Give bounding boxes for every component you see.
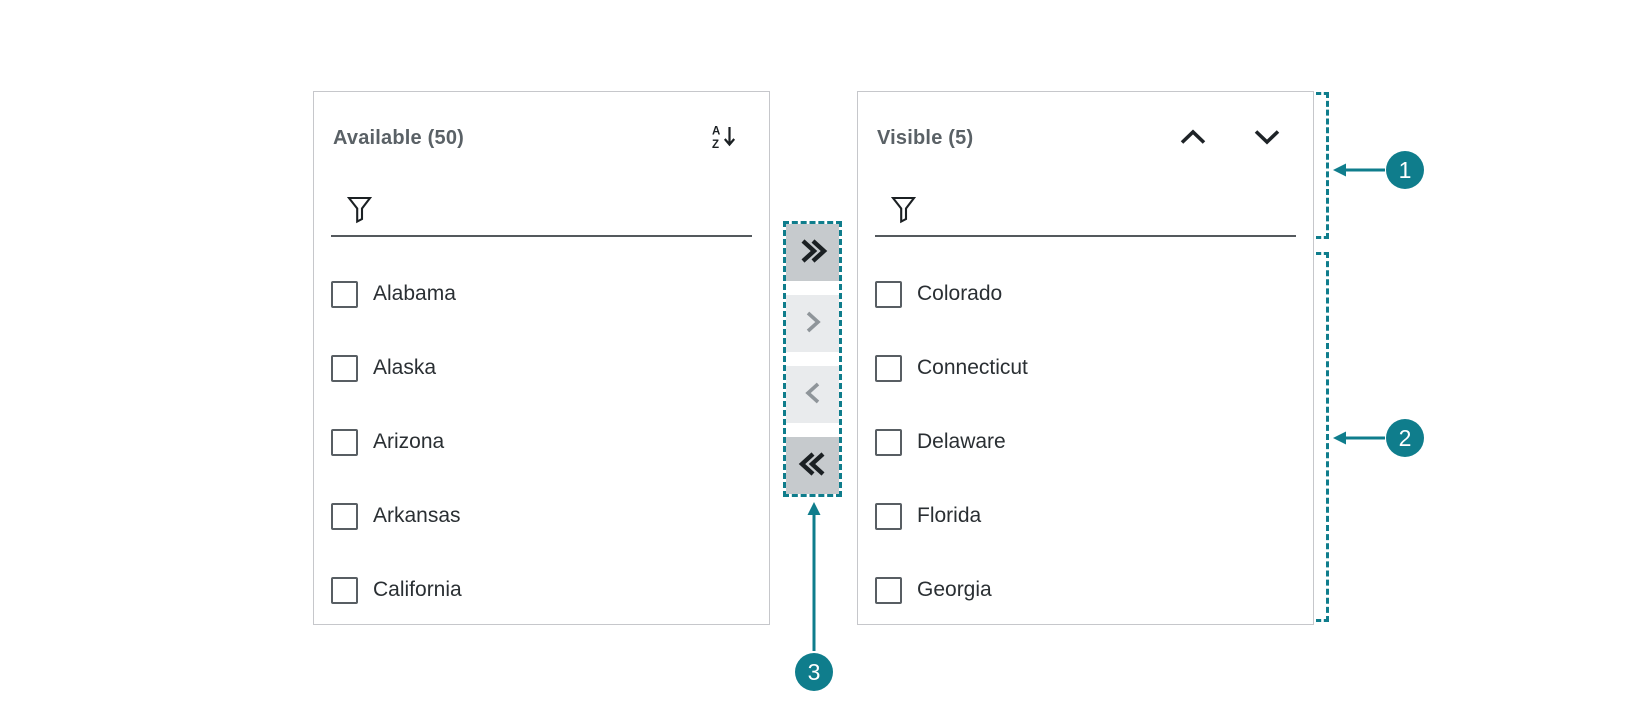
annotation-arrow-1 (1333, 163, 1385, 177)
item-label: Alaska (373, 356, 437, 379)
available-list-panel: Available (50) A Z (313, 91, 770, 625)
available-filter-input[interactable] (383, 201, 750, 233)
item-label: Colorado (917, 282, 1003, 305)
double-chevron-right-icon (797, 238, 829, 267)
item-checkbox[interactable] (331, 576, 358, 604)
item-checkbox[interactable] (331, 354, 358, 382)
move-selected-left-button[interactable] (786, 366, 839, 423)
item-label: California (373, 578, 462, 601)
move-all-right-button[interactable] (786, 224, 839, 281)
transfer-buttons-group (783, 221, 842, 497)
annotation-bracket-list-region (1316, 252, 1329, 622)
available-panel-title: Available (50) (333, 126, 465, 149)
available-panel-header: Available (50) A Z (333, 125, 736, 151)
annotation-bracket-header-region (1316, 92, 1329, 239)
move-up-button[interactable] (1180, 129, 1206, 148)
sort-az-button[interactable]: A Z (712, 124, 736, 153)
list-item[interactable]: Delaware (875, 428, 1303, 456)
visible-list-panel: Visible (5) (857, 91, 1314, 625)
visible-filter-input[interactable] (927, 201, 1294, 233)
callout-badge-1: 1 (1386, 151, 1424, 189)
list-item[interactable]: Florida (875, 502, 1303, 530)
list-item[interactable]: Alaska (331, 354, 759, 382)
item-label: Florida (917, 504, 982, 527)
list-item[interactable]: Colorado (875, 280, 1303, 308)
item-label: Delaware (917, 430, 1006, 453)
item-label: Arizona (373, 430, 445, 453)
chevron-down-icon (1254, 129, 1280, 148)
sort-az-descending-icon: A Z (712, 124, 736, 153)
list-item[interactable]: California (331, 576, 759, 604)
visible-panel-header: Visible (5) (877, 125, 1280, 151)
sort-letter-a: A (712, 125, 720, 137)
list-item[interactable]: Georgia (875, 576, 1303, 604)
item-checkbox[interactable] (875, 354, 902, 382)
sort-letter-z: Z (712, 139, 719, 150)
callout-number: 2 (1398, 424, 1412, 451)
move-selected-right-button[interactable] (786, 295, 839, 352)
available-filter-row (331, 192, 752, 237)
chevron-left-icon (803, 381, 823, 408)
item-checkbox[interactable] (875, 280, 902, 308)
filter-funnel-icon (346, 196, 373, 229)
filter-funnel-icon (890, 196, 917, 229)
chevron-right-icon (803, 310, 823, 337)
item-label: Alabama (373, 282, 456, 305)
callout-number: 1 (1398, 156, 1412, 183)
item-checkbox[interactable] (331, 502, 358, 530)
item-checkbox[interactable] (875, 428, 902, 456)
visible-panel-title: Visible (5) (877, 126, 974, 149)
list-item[interactable]: Alabama (331, 280, 759, 308)
callout-number: 3 (807, 658, 821, 685)
list-item[interactable]: Arkansas (331, 502, 759, 530)
item-checkbox[interactable] (331, 280, 358, 308)
visible-filter-row (875, 192, 1296, 237)
callout-badge-2: 2 (1386, 419, 1424, 457)
annotation-arrow-3 (807, 502, 821, 651)
double-chevron-left-icon (797, 451, 829, 480)
move-all-left-button[interactable] (786, 437, 839, 494)
move-down-button[interactable] (1254, 129, 1280, 148)
item-checkbox[interactable] (875, 502, 902, 530)
chevron-up-icon (1180, 129, 1206, 148)
item-label: Georgia (917, 578, 992, 601)
list-item[interactable]: Arizona (331, 428, 759, 456)
annotation-arrow-2 (1333, 431, 1385, 445)
callout-badge-3: 3 (795, 653, 833, 691)
item-label: Connecticut (917, 356, 1028, 379)
item-label: Arkansas (373, 504, 461, 527)
item-checkbox[interactable] (875, 576, 902, 604)
list-item[interactable]: Connecticut (875, 354, 1303, 382)
item-checkbox[interactable] (331, 428, 358, 456)
